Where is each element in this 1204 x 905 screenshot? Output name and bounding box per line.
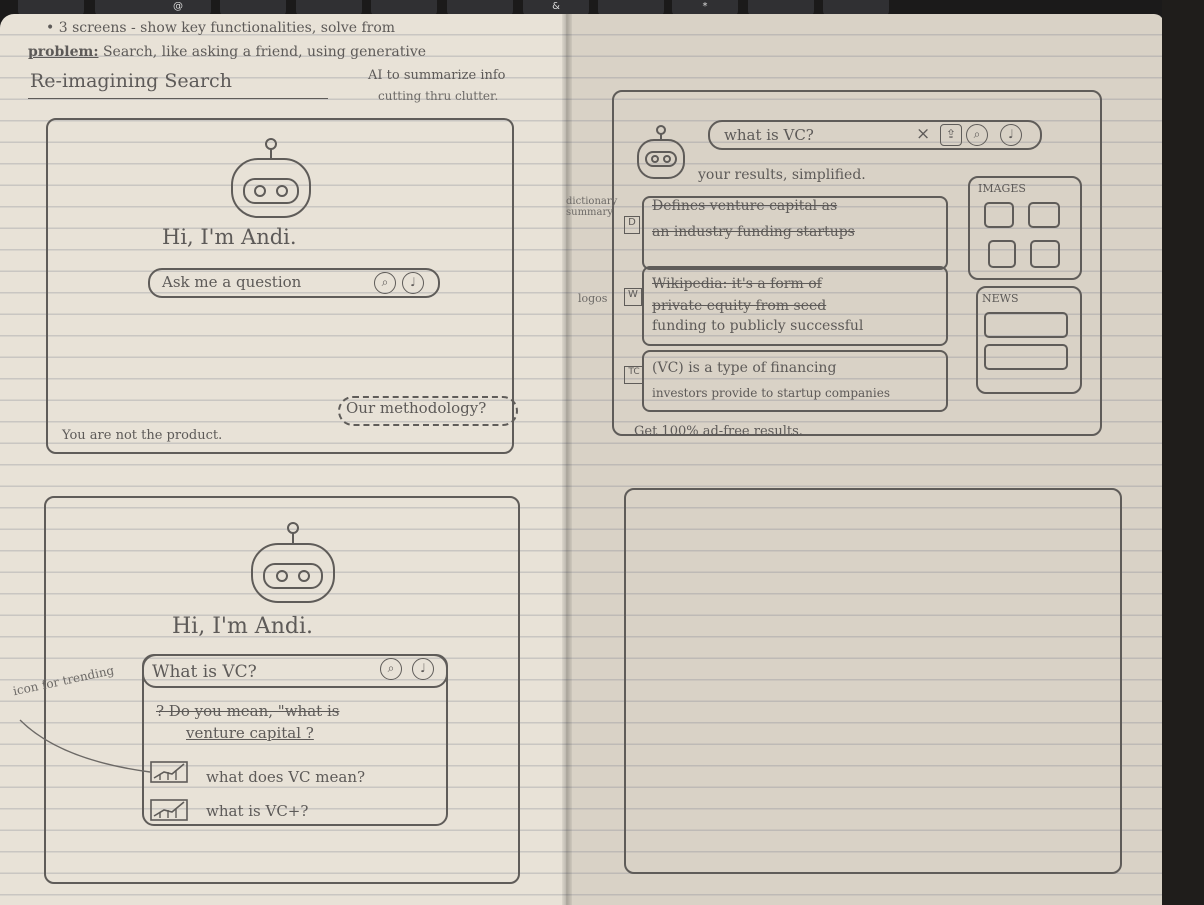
robot-mascot-small-icon [637,125,685,179]
note-line-2: problem: Search, like asking a friend, u… [28,44,426,60]
keyboard-key [371,0,437,16]
images-label: IMAGES [978,182,1026,195]
screen3-search-bar[interactable] [142,654,448,688]
result-2-line-1: Wikipedia: it's a form of [652,276,822,292]
wikipedia-icon: W [624,288,642,306]
screen1-search-input[interactable]: Ask me a question [162,273,302,291]
result-3-line-1: (VC) is a type of financing [652,360,837,376]
keyboard-key [18,0,84,16]
robot-mascot-icon [231,138,311,218]
note-line-3: AI to summarize info [368,68,506,83]
notebook-left-page [0,14,566,905]
did-you-mean-line-1[interactable]: ? Do you mean, "what is [156,702,339,720]
trending-icon [150,799,188,821]
screen1-frame [46,118,514,454]
margin-note-logos: logos [578,292,608,305]
note-problem-label: problem: [28,44,99,60]
result-2-line-2: private equity from seed [652,298,827,314]
methodology-bubble[interactable] [338,396,518,426]
screen3-search-input[interactable]: What is VC? [152,662,257,682]
result-3-line-2: investors provide to startup companies [652,386,890,400]
news-panel[interactable] [976,286,1082,394]
screen1-greeting: Hi, I'm Andi. [162,225,297,249]
heading-underline [28,98,328,99]
keyboard-key: @ [145,0,211,16]
keyboard-key [748,0,814,16]
keyboard-key: & [523,0,589,16]
note-line-4: cutting thru clutter. [378,89,499,103]
keyboard-key [220,0,286,16]
margin-note-dictionary: dictionary summary [566,196,618,218]
search-icon[interactable]: ⌕ [380,658,402,680]
keyboard-key [823,0,889,16]
screen3-frame [44,496,520,884]
screen2-frame [612,90,1102,436]
did-you-mean-text[interactable]: ? Do you mean, "what is [156,702,340,720]
result-2-line-3: funding to publicly successful [652,318,864,334]
techcrunch-icon: TC [624,366,644,384]
screen3-greeting: Hi, I'm Andi. [172,614,313,639]
trending-suggestion-2[interactable]: what is VC+? [206,802,309,820]
notebook-spine [562,14,572,905]
did-you-mean-line-2[interactable]: venture capital ? [186,724,314,742]
images-panel[interactable] [968,176,1082,280]
dictionary-icon: D [624,216,640,234]
news-item[interactable] [984,344,1068,370]
search-icon[interactable]: ⌕ [374,272,396,294]
result-card-2[interactable] [642,266,948,346]
screen2-search-bar[interactable] [708,120,1042,150]
note-line-1: • 3 screens - show key functionalities, … [46,20,396,36]
image-thumbnail[interactable] [988,240,1016,268]
result-1-line-1: Defines venture capital as [652,198,838,214]
keyboard-key: * [672,0,738,16]
robot-mascot-icon [251,522,335,603]
microphone-icon[interactable]: ♩ [402,272,424,294]
screen1-tagline: You are not the product. [62,428,223,443]
image-thumbnail[interactable] [984,202,1014,228]
news-label: NEWS [982,292,1019,305]
result-card-1[interactable] [642,196,948,270]
screen2-footer: Get 100% ad-free results. [634,424,803,439]
desk-background [1162,0,1204,905]
news-item[interactable] [984,312,1068,338]
note-problem-text: Search, like asking a friend, using gene… [102,44,427,60]
image-thumbnail[interactable] [1028,202,1060,228]
trending-icon [150,761,188,783]
search-icon[interactable]: ⌕ [966,124,988,146]
page-heading: Re-imagining Search [30,70,232,92]
screen4-frame [624,488,1122,874]
trending-suggestion-1[interactable]: what does VC mean? [206,768,366,786]
screen1-search-bar[interactable] [148,268,440,298]
microphone-icon[interactable]: ♩ [412,658,434,680]
microphone-icon[interactable]: ♩ [1000,124,1022,146]
results-title: your results, simplified. [698,167,866,183]
keyboard-key [598,0,664,16]
result-1-line-2: an industry funding startups [652,224,855,240]
close-icon[interactable]: × [916,124,931,144]
keyboard-key [447,0,513,16]
screen2-search-input[interactable]: what is VC? [724,126,814,144]
methodology-link[interactable]: Our methodology? [346,399,487,417]
annotation-arrow [19,719,151,773]
keyboard-key [296,0,362,16]
keyboard-key [95,0,161,16]
image-thumbnail[interactable] [1030,240,1060,268]
share-icon[interactable]: ⇪ [940,124,962,146]
